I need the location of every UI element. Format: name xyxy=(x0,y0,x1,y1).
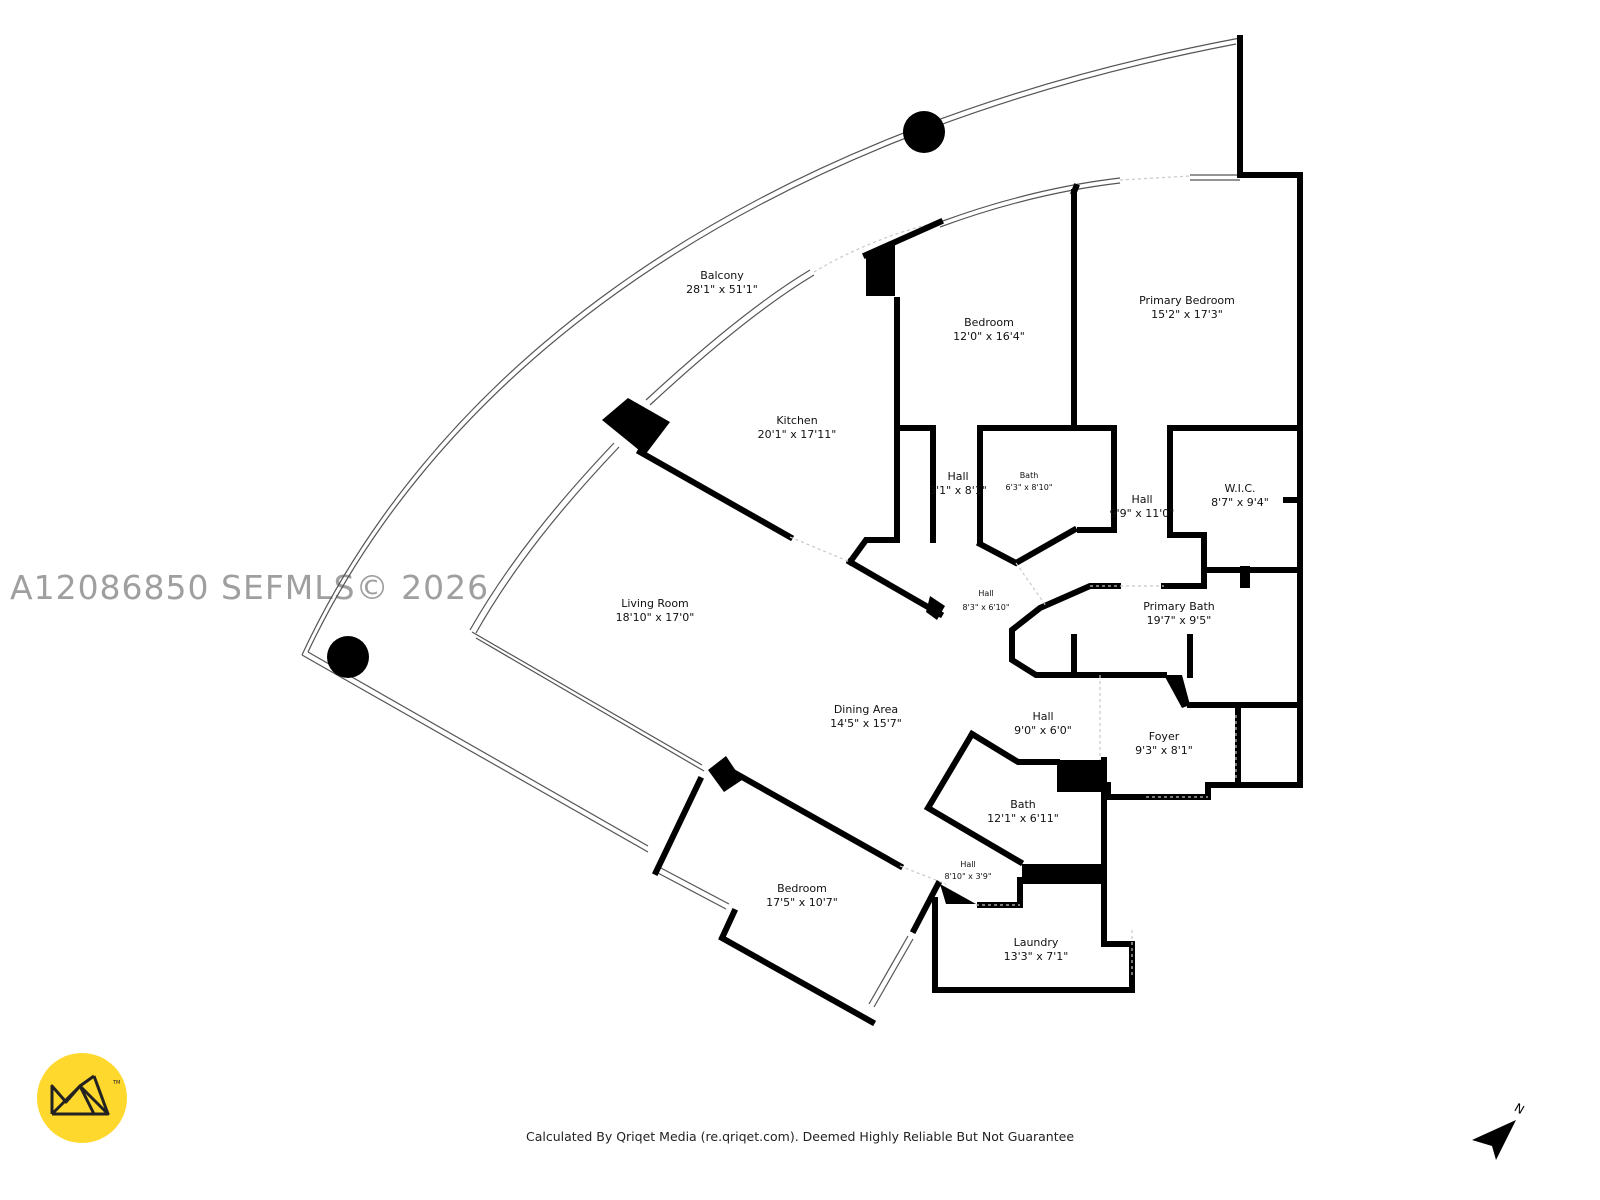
hall-d-dim: 9'0" x 6'0" xyxy=(1014,724,1072,737)
foyer-name: Foyer xyxy=(1149,730,1180,743)
primary-bedroom-name: Primary Bedroom xyxy=(1139,294,1235,307)
living-room-dim: 18'10" x 17'0" xyxy=(616,611,695,624)
hall-b-name: Hall xyxy=(1131,493,1152,506)
bath-small-dim: 6'3" x 8'10" xyxy=(1005,483,1052,492)
kitchen-name: Kitchen xyxy=(776,414,817,427)
bedroom-lower-dim: 17'5" x 10'7" xyxy=(766,896,838,909)
living-room-name: Living Room xyxy=(621,597,689,610)
hall-a-name: Hall xyxy=(947,470,968,483)
wic-name: W.I.C. xyxy=(1224,482,1255,495)
wic-dim: 8'7" x 9'4" xyxy=(1211,496,1269,509)
foyer-dim: 9'3" x 8'1" xyxy=(1135,744,1193,757)
primary-bedroom-dim: 15'2" x 17'3" xyxy=(1151,308,1223,321)
hall-e-name: Hall xyxy=(960,860,975,869)
column-left xyxy=(327,636,369,678)
bedroom-upper-dim: 12'0" x 16'4" xyxy=(953,330,1025,343)
dining-area-name: Dining Area xyxy=(834,703,898,716)
interior-windows xyxy=(469,174,1240,1008)
bath-small-name: Bath xyxy=(1020,471,1039,480)
hall-c-dim: 8'3" x 6'10" xyxy=(962,603,1009,612)
north-arrow-icon: N xyxy=(1472,1100,1527,1160)
svg-text:TM: TM xyxy=(112,1080,120,1086)
laundry-dim: 13'3" x 7'1" xyxy=(1004,950,1069,963)
dining-area-dim: 14'5" x 15'7" xyxy=(830,717,902,730)
qriqet-logo-icon: TM xyxy=(37,1053,127,1143)
laundry-name: Laundry xyxy=(1014,936,1059,949)
balcony-name: Balcony xyxy=(700,269,744,282)
hall-c-name: Hall xyxy=(978,589,993,598)
primary-bath-dim: 19'7" x 9'5" xyxy=(1147,614,1212,627)
hall-e-dim: 8'10" x 3'9" xyxy=(944,872,991,881)
footer-credit: Calculated By Qriqet Media (re.qriqet.co… xyxy=(525,1129,1075,1144)
balcony-outline xyxy=(301,35,1243,853)
primary-bath-name: Primary Bath xyxy=(1143,600,1215,613)
column-top xyxy=(903,111,945,153)
bedroom-lower-name: Bedroom xyxy=(777,882,827,895)
bath-lower-dim: 12'1" x 6'11" xyxy=(987,812,1059,825)
bedroom-upper-name: Bedroom xyxy=(964,316,1014,329)
north-label: N xyxy=(1512,1100,1527,1117)
hall-b-dim: 9'9" x 11'0" xyxy=(1110,507,1175,520)
hall-d-name: Hall xyxy=(1032,710,1053,723)
room-labels: Balcony 28'1" x 51'1" Kitchen 20'1" x 17… xyxy=(616,269,1269,963)
kitchen-dim: 20'1" x 17'11" xyxy=(758,428,837,441)
hall-a-dim: 3'1" x 8'1" xyxy=(929,484,987,497)
doors-openings xyxy=(789,536,1237,975)
logo-badge xyxy=(37,1053,127,1143)
listing-watermark: A12086850 SEFMLS© 2026 xyxy=(10,568,490,607)
balcony-dim: 28'1" x 51'1" xyxy=(686,283,758,296)
bath-lower-name: Bath xyxy=(1010,798,1036,811)
